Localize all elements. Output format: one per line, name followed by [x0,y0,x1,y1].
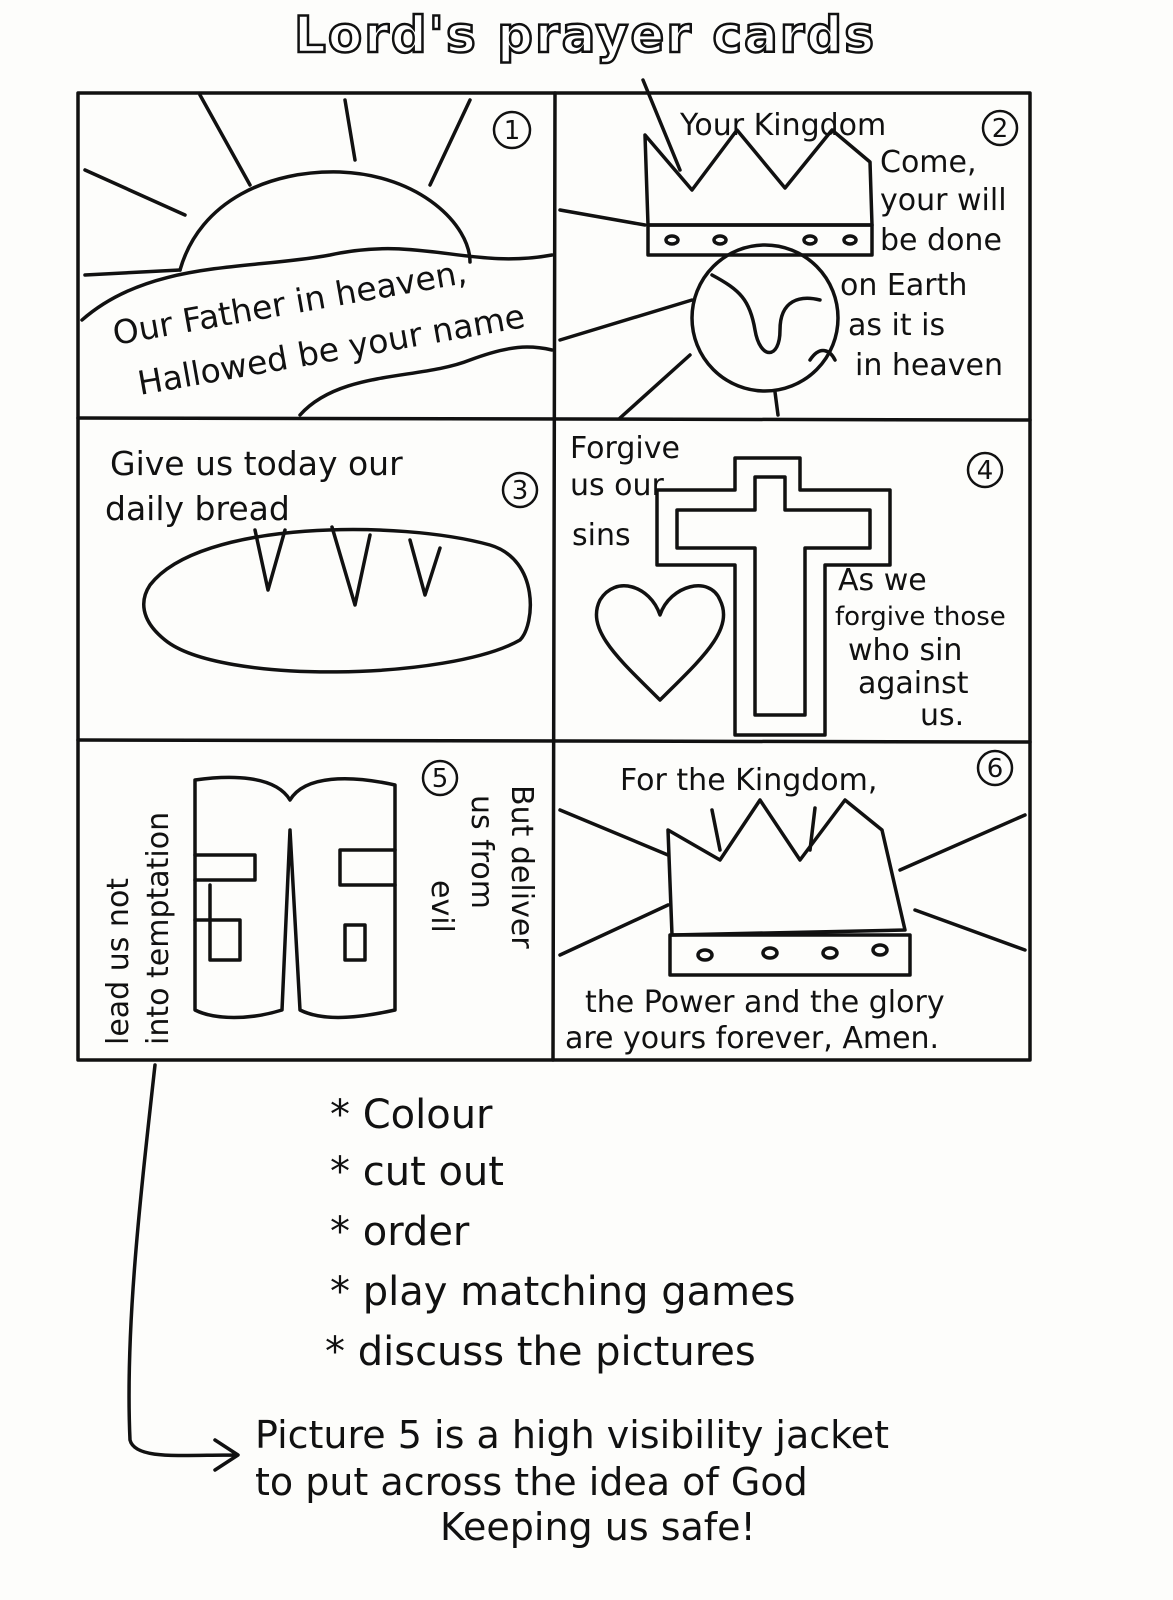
card-text: as it is [848,308,945,343]
instruction-row: * cut out [330,1149,504,1195]
instruction-item: Colour [363,1092,493,1138]
card-text: forgive those [835,602,1006,632]
instruction-item: discuss the pictures [358,1329,756,1375]
note-line: Picture 5 is a high visibility jacket [255,1413,889,1457]
card-text: Come, [880,145,977,180]
card-2: 2 Your Kingdom Come, your will be done o… [558,78,1019,420]
card-5: 5 lead us not into temptation But delive… [101,759,539,1045]
bread-icon [142,527,533,674]
card-text: in heaven [855,348,1003,383]
sun-icon [80,93,554,417]
instruction-row: * play matching games [330,1269,796,1315]
card-number: 6 [987,754,1004,784]
card-text: your will [880,183,1007,218]
card-number: 1 [504,116,521,146]
high-visibility-jacket-icon [193,775,397,1020]
card-text: against [858,666,969,701]
card-text: on Earth [840,268,967,303]
card-text: daily bread [105,489,290,528]
globe-icon [558,208,840,420]
bullet: * [330,1092,350,1138]
card-text: As we [838,563,927,598]
card-text: us from [464,795,499,909]
card-text: the Power and the glory [585,985,945,1020]
cross-icon [655,456,892,737]
instruction-row: * Colour [330,1092,493,1138]
bullet: * [325,1329,345,1375]
card-number: 3 [512,476,529,506]
card-text: us our [570,468,665,503]
page-title: Lord's prayer cards [294,6,876,64]
card-text: be done [880,223,1002,258]
instruction-item: cut out [363,1149,504,1195]
instruction-item: play matching games [363,1269,796,1315]
card-text: who sin [848,633,962,668]
card-number: 2 [992,114,1009,144]
instructions-list: * Colour * cut out * order * play matchi… [325,1092,796,1375]
card-number: 5 [432,764,449,794]
card-text: lead us not [101,878,136,1045]
card-text: But deliver [504,785,539,949]
card-6: 6 For the Kingdom, the Power and the glo… [558,749,1027,1056]
card-text: sins [572,518,631,553]
card-grid [76,91,1032,1062]
instruction-row: * order [330,1209,470,1255]
card-3: 3 Give us today our daily bread [105,444,539,674]
card-text: evil [424,880,459,933]
instruction-item: order [363,1209,470,1255]
card-text: Give us today our [110,444,403,483]
card-text: us. [920,698,964,733]
arrow-icon [127,1063,240,1472]
card-text: Your Kingdom [679,108,886,143]
note-line: Keeping us safe! [440,1505,756,1549]
bullet: * [330,1209,350,1255]
bullet: * [330,1269,350,1315]
crown-icon [641,78,874,257]
card-text: For the Kingdom, [620,763,877,798]
heart-icon [594,584,726,702]
card-text: into temptation [141,812,176,1045]
instruction-row: * discuss the pictures [325,1329,756,1375]
bullet: * [330,1149,350,1195]
crown-icon [558,798,1027,977]
card-1: 1 Our Father in heaven, Hallowed be your… [80,93,554,417]
note: Picture 5 is a high visibility jacket to… [255,1413,889,1549]
card-number: 4 [977,456,994,486]
card-text: Forgive [570,431,680,466]
note-line: to put across the idea of God [255,1460,808,1504]
card-4: 4 Forgive us our sins As we forgive thos… [570,431,1006,737]
card-text: are yours forever, Amen. [565,1021,939,1056]
